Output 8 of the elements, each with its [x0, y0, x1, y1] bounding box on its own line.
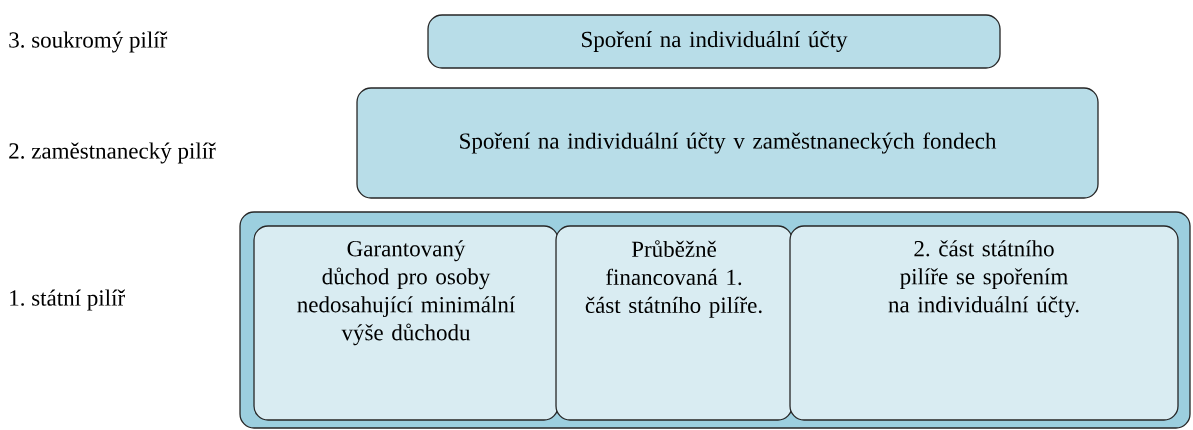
tier-label: 2. zaměstnanecký pilíř [9, 142, 216, 164]
process-box: Průběžně financovaná 1. část státního pilíře. [555, 225, 793, 421]
process-box: Spoření na individuální účty v zaměstnaneckých fondech [356, 87, 1099, 199]
tier-label: 3. soukromý pilíř [9, 31, 168, 53]
tier-label: 1. státní pilíř [10, 289, 125, 311]
process-box: Spoření na individuální účty [427, 14, 1001, 69]
process-box: 2. část státního pilíře se spořením na individuální účty. [789, 225, 1179, 421]
process-box: Garantovaný důchod pro osoby nedosahující minimální výše důchodu [253, 225, 559, 421]
